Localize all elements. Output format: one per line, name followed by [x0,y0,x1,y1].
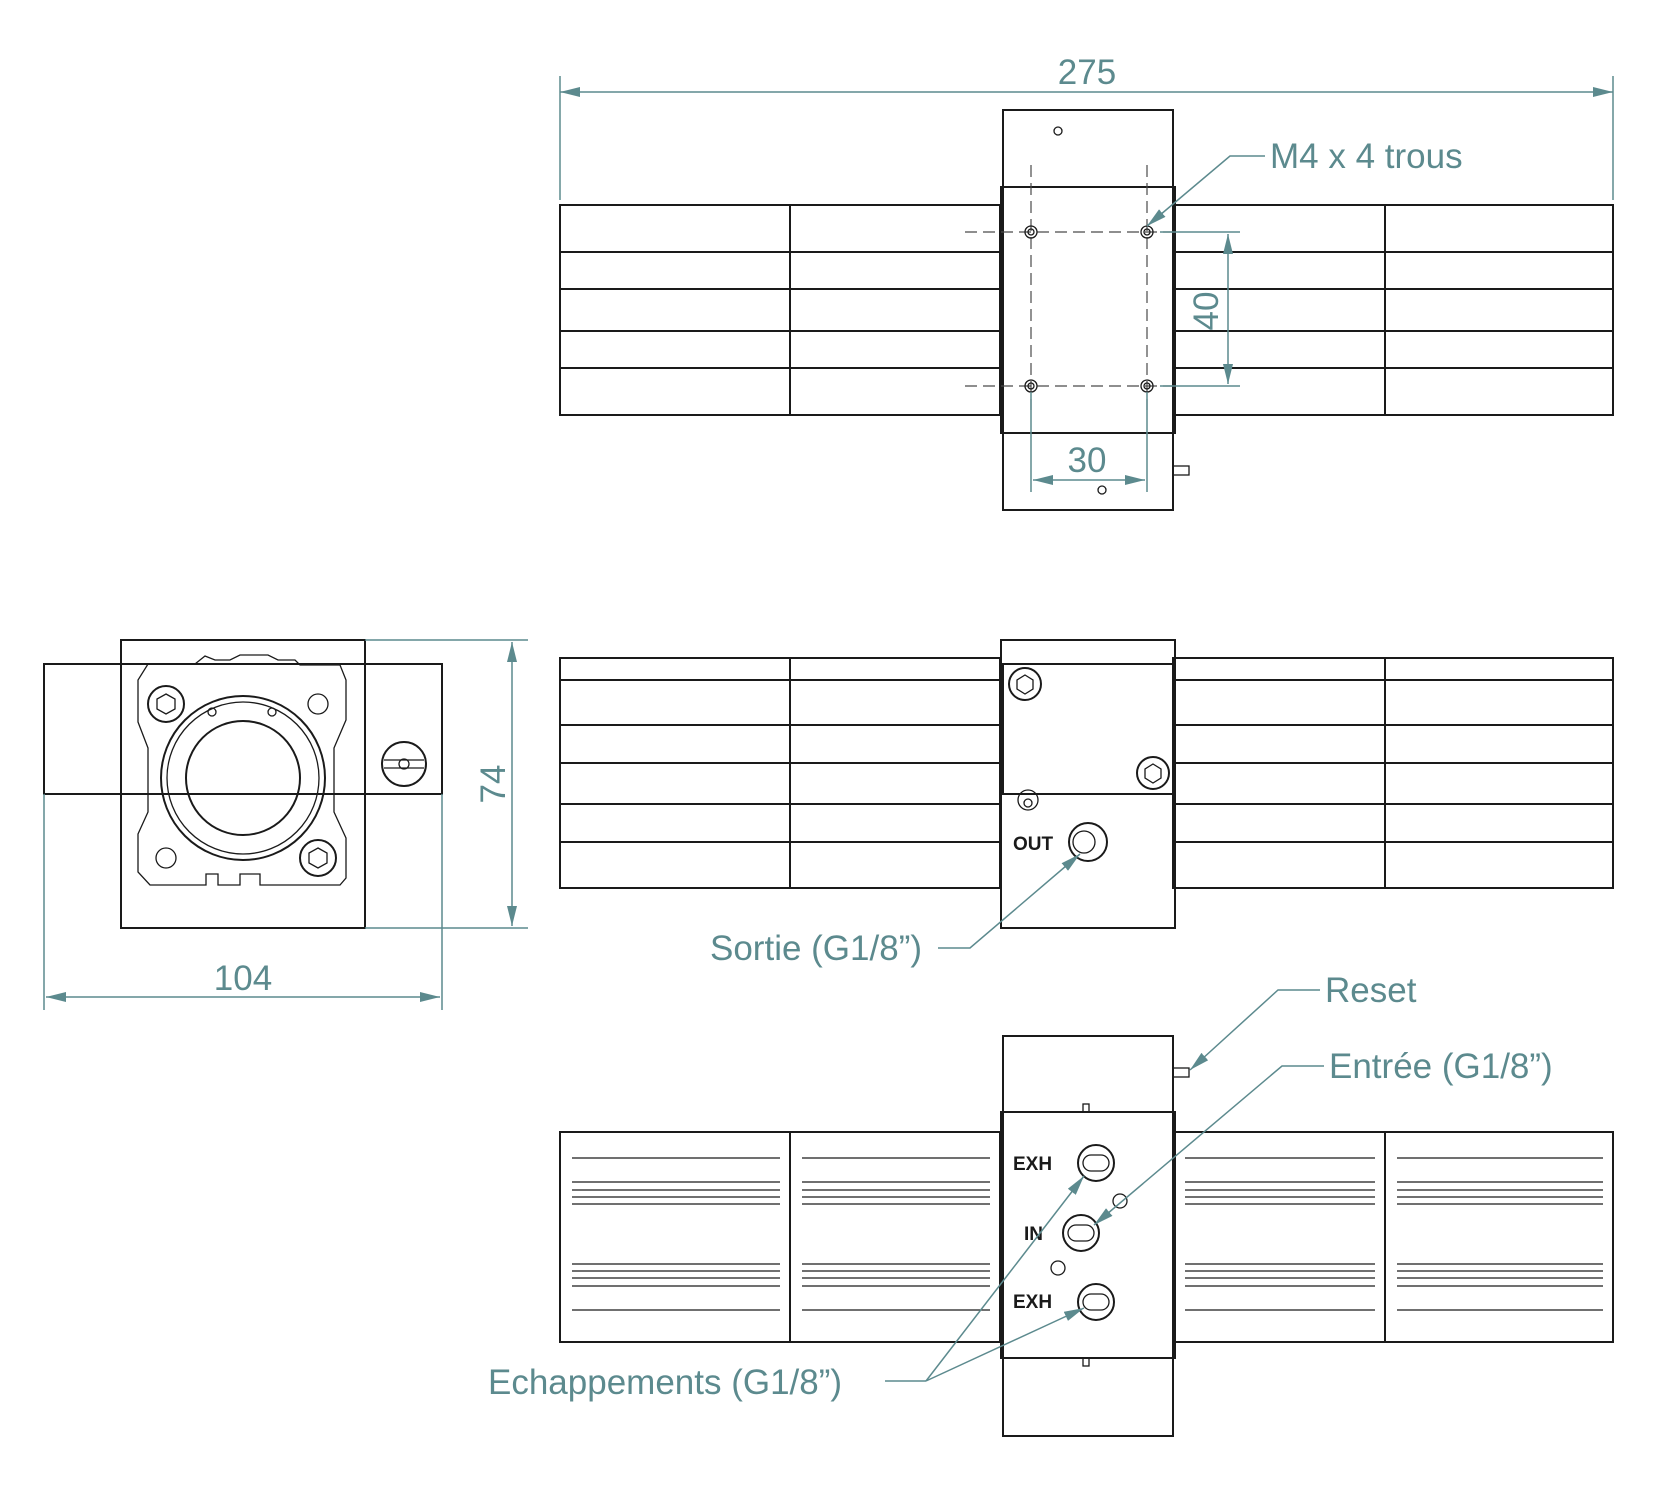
exh-top-port-label: EXH [1013,1154,1052,1175]
front-view: OUT Sortie (G1/8”) [559,639,1614,968]
width-dimension: 104 [214,959,272,998]
inlet-callout: Entrée (G1/8”) [1329,1047,1553,1086]
height-dimension: 74 [474,765,513,804]
exhausts-callout: Echappements (G1/8”) [488,1363,842,1402]
hole-spacing-vertical-dimension: 40 [1187,292,1226,331]
exh-bottom-port-label: EXH [1013,1292,1052,1313]
mounting-hole [1024,225,1038,239]
bottom-view: EXH IN EXH Reset Entrée (G1/8”) Echappem… [488,971,1614,1437]
top-view: 275 40 30 M4 x 4 trous [559,53,1614,511]
in-port-label: IN [1024,1224,1043,1245]
out-port-label: OUT [1013,834,1054,855]
hole-spacing-horizontal-dimension: 30 [1068,441,1107,480]
end-view: 74 104 [43,639,528,1010]
reset-callout: Reset [1325,971,1417,1010]
mounting-holes-callout: M4 x 4 trous [1270,137,1463,176]
outlet-callout: Sortie (G1/8”) [710,929,922,968]
overall-length-dimension: 275 [1058,53,1116,92]
